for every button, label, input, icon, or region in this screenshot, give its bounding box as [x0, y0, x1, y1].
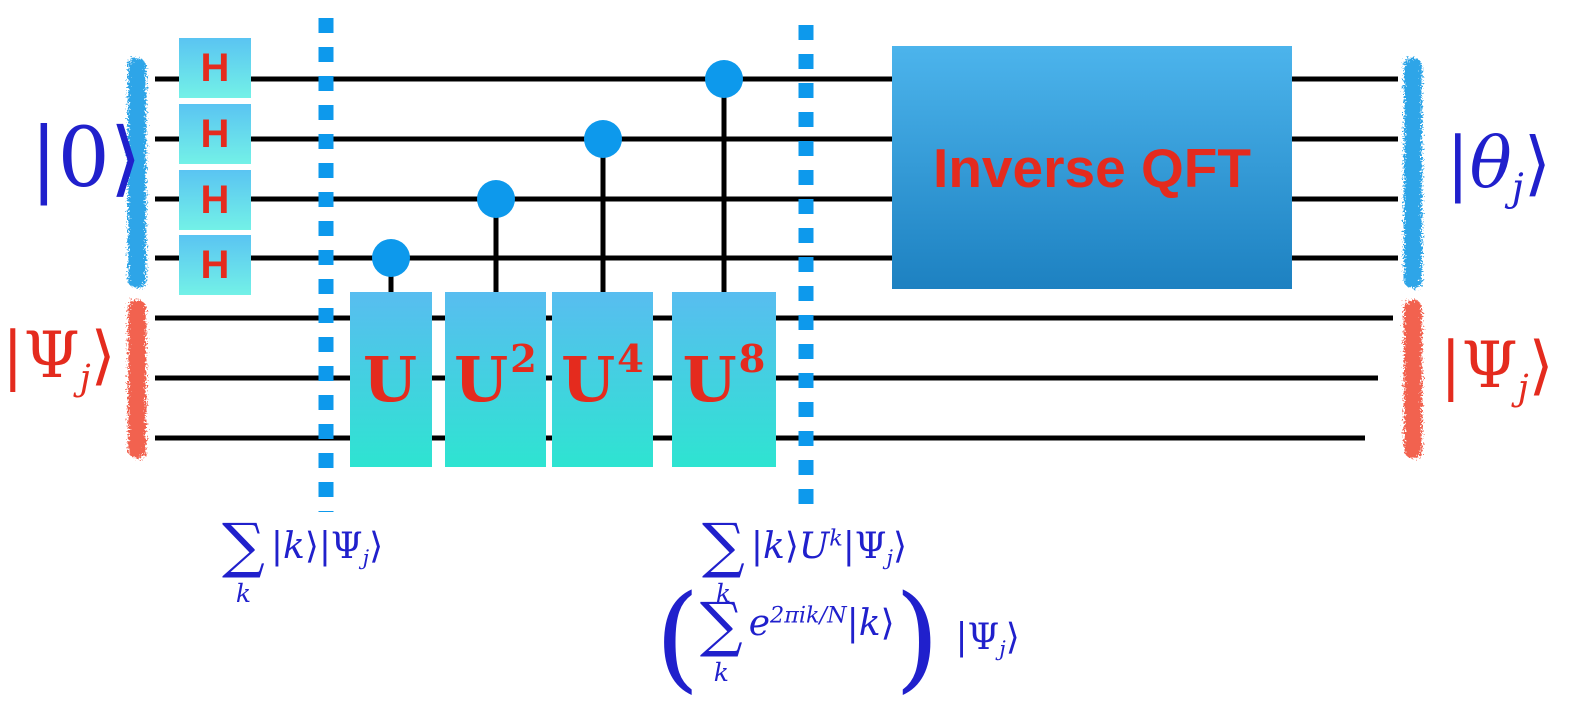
ket-close: ⟩	[1523, 122, 1551, 204]
trailing-psi-ket: |Ψj⟩	[955, 617, 1020, 661]
hadamard-label-3: H	[179, 170, 251, 230]
sum-symbol: ∑ k	[222, 516, 265, 606]
ket-subscript: j	[79, 357, 91, 399]
inverse-qft-gate	[892, 46, 1292, 289]
gate-letter: U	[682, 343, 737, 416]
formula-superposition: ∑ k |k⟩|Ψj⟩	[222, 516, 383, 606]
ket-open: |	[1446, 122, 1470, 204]
hadamard-gate-1	[179, 38, 251, 98]
ket-open: |	[1440, 329, 1462, 403]
eigen-brace-right	[1404, 300, 1422, 458]
psi-symbol: Ψ	[23, 319, 80, 393]
ancilla-input-ket: |0⟩	[30, 111, 142, 206]
hadamard-gate-4	[179, 235, 251, 295]
sum-index: k	[235, 579, 251, 608]
sigma: ∑	[699, 590, 743, 660]
controlled-u-gate-1	[350, 292, 432, 467]
ket-close: ⟩	[90, 319, 116, 393]
gate-letter: U	[454, 343, 509, 416]
sigma: ∑	[702, 511, 745, 581]
gate-letter: U	[362, 343, 418, 416]
inverse-qft-label: Inverse QFT	[892, 46, 1292, 289]
sum-symbol: ∑ k	[702, 516, 745, 606]
gate-letter: H	[200, 242, 230, 287]
open-paren: (	[655, 571, 700, 705]
sum-symbol: ∑ k	[700, 595, 743, 685]
eigenstate-output-ket: |Ψj⟩	[1440, 334, 1554, 406]
gate-letter: Inverse QFT	[933, 136, 1251, 199]
ket-subscript: j	[1511, 165, 1524, 211]
ket-open: |	[2, 319, 24, 393]
hadamard-label-2: H	[179, 104, 251, 164]
controlled-u-gate-3	[552, 292, 653, 467]
formula-body: e2πik/N|k⟩	[748, 602, 895, 644]
controlled-u-gate-2	[445, 292, 546, 467]
sigma: ∑	[222, 511, 265, 581]
control-dot-1	[372, 239, 410, 277]
psi-symbol: Ψ	[1461, 329, 1518, 403]
sum-index: k	[713, 658, 729, 687]
formula-body: |k⟩Uk|Ψj⟩	[750, 525, 907, 570]
gate-letter: H	[200, 111, 230, 156]
sum-index: k	[715, 579, 731, 608]
formula-controlled-u: ∑ k |k⟩Uk|Ψj⟩	[702, 516, 907, 606]
hadamard-gate-2	[179, 104, 251, 164]
control-dot-2	[477, 180, 515, 218]
formula-body: |k⟩|Ψj⟩	[270, 526, 384, 570]
hadamard-label-4: H	[179, 235, 251, 295]
control-dot-3	[584, 120, 622, 158]
ancilla-brace-left	[128, 58, 146, 288]
controlled-u-label-1: U	[350, 292, 432, 467]
gate-letter: H	[200, 177, 230, 222]
formula-phase-kickback: ( ∑ k e2πik/N|k⟩ ) |Ψj⟩	[655, 571, 1020, 705]
ket-close: ⟩	[1528, 329, 1554, 403]
gate-letter: H	[200, 45, 230, 90]
gate-letter: U	[561, 343, 616, 416]
theta-symbol: θ	[1469, 122, 1512, 204]
hadamard-gate-3	[179, 170, 251, 230]
ancilla-output-ket: |θj⟩	[1446, 128, 1551, 208]
control-dot-4	[705, 60, 743, 98]
eigen-brace-left	[128, 300, 146, 458]
close-paren: )	[894, 571, 940, 705]
ket-subscript: j	[1517, 367, 1529, 409]
hadamard-label-1: H	[179, 38, 251, 98]
eigenstate-input-ket: |Ψj⟩	[2, 324, 116, 396]
controlled-u-gate-4	[672, 292, 776, 467]
ancilla-brace-right	[1404, 58, 1422, 288]
